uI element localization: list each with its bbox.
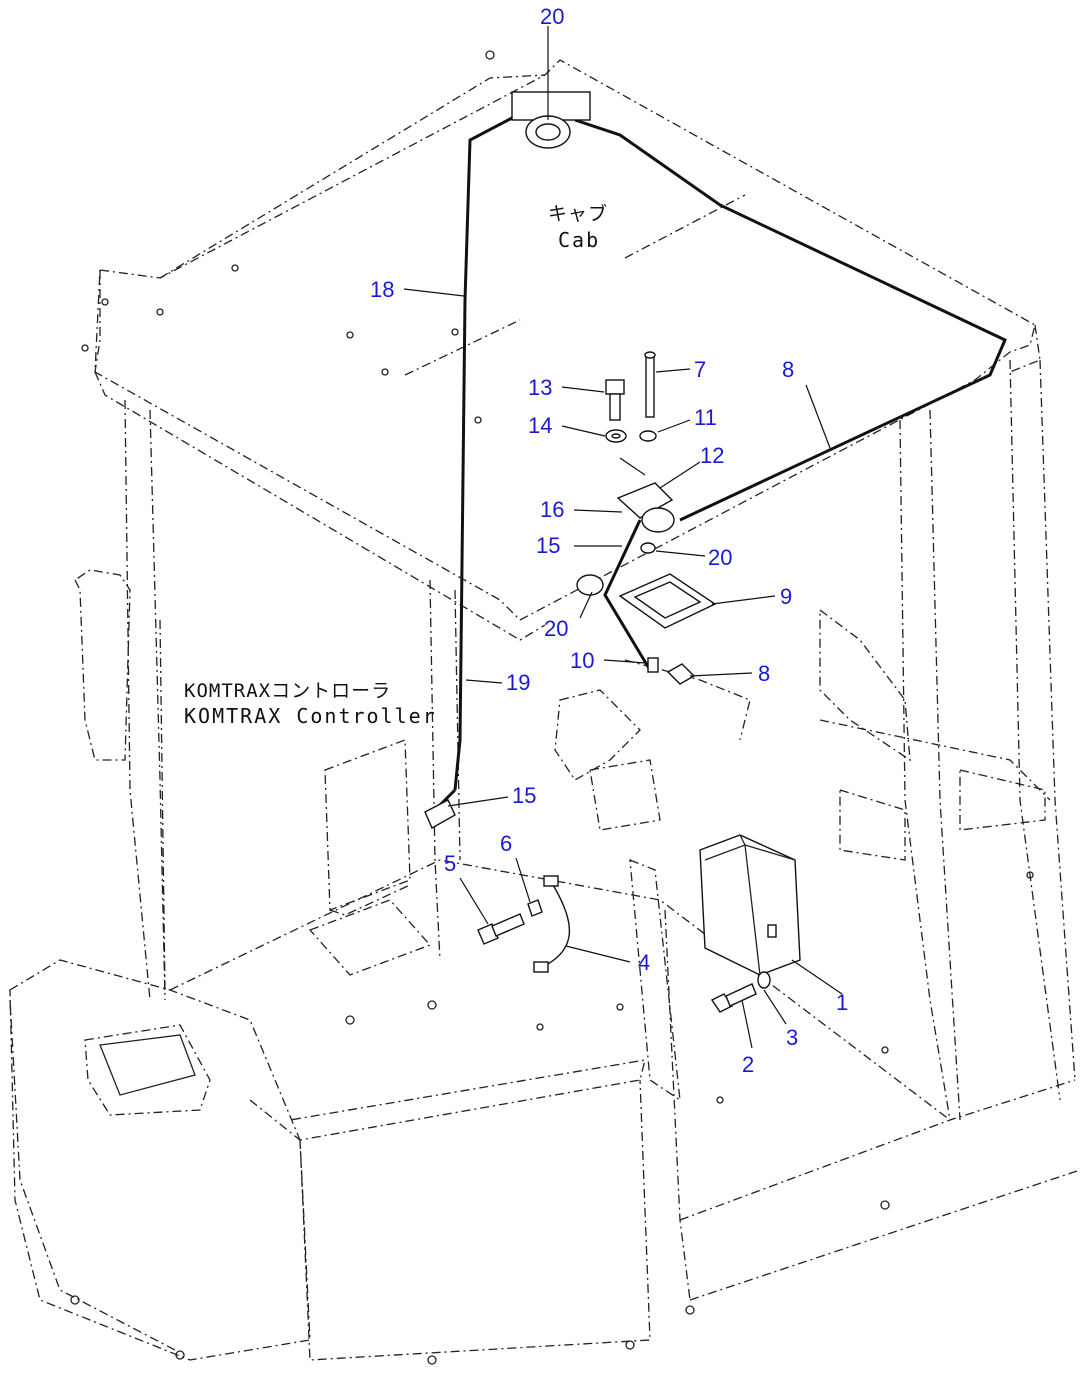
callout-7: 7 <box>694 357 706 382</box>
cab-label-jp: キャブ <box>548 202 608 225</box>
connector-8-low <box>666 663 696 685</box>
callout-20-mid: 20 <box>708 545 732 570</box>
callout-14: 14 <box>528 413 552 438</box>
callout-3: 3 <box>786 1025 798 1050</box>
controller-label-en: KOMTRAX Controller <box>184 704 437 728</box>
callout-10: 10 <box>570 648 594 673</box>
controller-1 <box>699 834 801 976</box>
harness-4 <box>533 875 571 973</box>
cab-floor <box>169 859 1081 1301</box>
callout-2: 2 <box>742 1052 754 1077</box>
screw-7 <box>644 351 656 418</box>
callouts: 20 18 13 7 8 14 11 12 16 15 20 9 20 10 8… <box>370 4 848 1077</box>
callout-16: 16 <box>540 497 564 522</box>
leader-lines <box>403 26 843 1049</box>
washer-3 <box>757 971 771 989</box>
callout-1: 1 <box>836 990 848 1015</box>
controller-label-jp: KOMTRAXコントローラ <box>184 680 391 702</box>
bracket-9 <box>618 573 717 629</box>
callout-15-top: 15 <box>536 533 560 558</box>
plate-12 <box>616 482 675 533</box>
callout-4: 4 <box>638 950 650 975</box>
washer-14 <box>605 429 627 443</box>
callout-15-low: 15 <box>512 783 536 808</box>
callout-19: 19 <box>506 670 530 695</box>
cab-right-posts <box>819 359 1076 1121</box>
callout-11: 11 <box>694 405 717 430</box>
callout-8-low: 8 <box>758 661 770 686</box>
komtrax-controller-left <box>324 739 411 916</box>
front-console <box>9 959 651 1361</box>
bolt-2 <box>710 983 757 1013</box>
bolt-5 <box>477 913 525 945</box>
tie-10 <box>647 657 659 673</box>
callout-9: 9 <box>780 584 792 609</box>
rivets <box>70 50 1034 1365</box>
connector-15-low <box>424 799 456 829</box>
callout-8-top: 8 <box>782 357 794 382</box>
clamp-20-low <box>576 574 604 596</box>
bolt-13 <box>605 379 625 421</box>
callout-13: 13 <box>528 375 552 400</box>
callout-5: 5 <box>444 851 456 876</box>
nut-6 <box>527 899 543 917</box>
callout-12: 12 <box>700 443 724 468</box>
text-labels: キャブ Cab KOMTRAXコントローラ KOMTRAX Controller <box>184 202 608 728</box>
washer-11 <box>639 430 657 442</box>
cab-label-en: Cab <box>558 228 600 252</box>
callout-18: 18 <box>370 277 394 302</box>
cab-left-posts <box>74 399 461 1001</box>
clamp-20-mid <box>640 542 656 554</box>
cab-roof <box>94 59 1041 641</box>
callout-6: 6 <box>500 831 512 856</box>
antenna-20 <box>511 91 591 149</box>
callout-20-low: 20 <box>544 616 568 641</box>
callout-20-top: 20 <box>540 4 564 29</box>
steering-column <box>554 659 751 1102</box>
